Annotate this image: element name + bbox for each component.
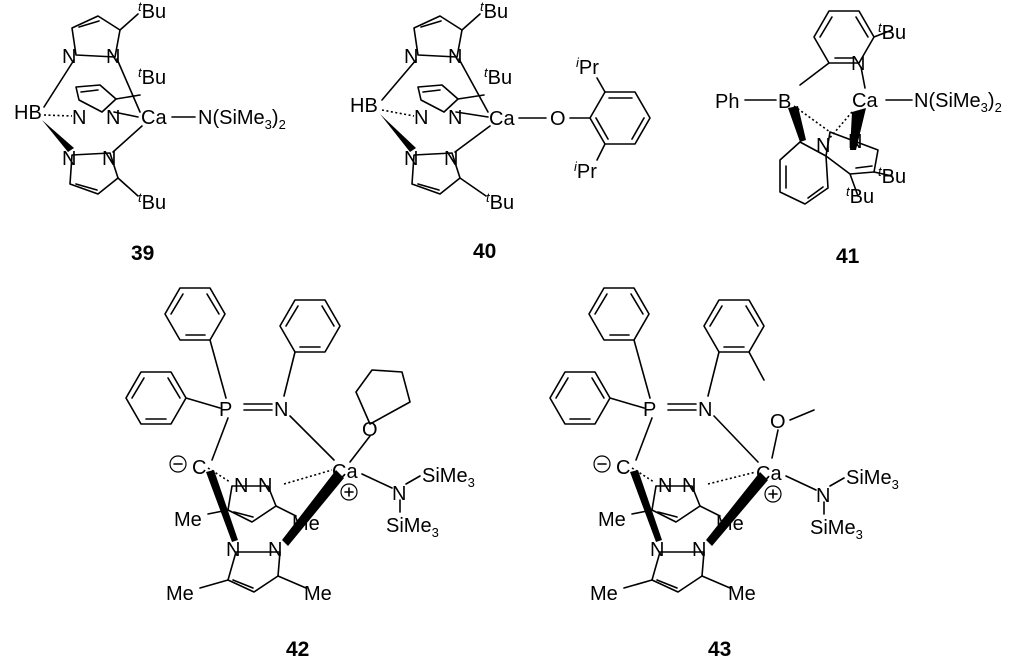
hb-label: HB — [14, 102, 42, 124]
sime3-label: SiMe3 — [846, 467, 899, 492]
tbu-label: tBu — [138, 190, 166, 214]
n-atom: N — [848, 131, 862, 153]
tbu-label: tBu — [484, 65, 512, 89]
c-atom: C — [192, 457, 206, 479]
methyl-label: Me — [166, 583, 194, 605]
compound-number: 43 — [708, 638, 731, 661]
n-atom: N — [268, 539, 282, 561]
methyl-label: Me — [598, 509, 626, 531]
n-atom: N — [658, 475, 672, 497]
tbu-label: tBu — [846, 184, 874, 208]
n-atom: N — [448, 46, 462, 68]
sime3-label: SiMe3 — [386, 515, 439, 540]
n-atom: N — [226, 539, 240, 561]
n-atom: N — [650, 539, 664, 561]
n-atom: N — [274, 399, 288, 421]
n-atom: N — [816, 485, 830, 507]
compound-number: 41 — [836, 245, 860, 268]
methyl-label: Me — [304, 583, 332, 605]
ipr-label: iPr — [576, 55, 599, 79]
compound-43: P N C Ca O N N N N N SiMe3 SiMe3 Me Me M… — [549, 287, 899, 661]
ca-label: Ca — [141, 107, 167, 129]
n-atom: N — [404, 148, 418, 170]
methyl-label: Me — [174, 509, 202, 531]
n-atom: N — [234, 475, 248, 497]
tbu-label: tBu — [138, 0, 166, 23]
ca-label: Ca — [332, 461, 358, 483]
compound-41: N N N Ph B Ca N(SiMe3)2 tBu tBu tBu 41 — [715, 10, 1002, 268]
n-atom: N — [692, 539, 706, 561]
methyl-label: Me — [728, 583, 756, 605]
n-atom: N — [816, 135, 830, 157]
compound-40: N N N N N N HB Ca O iPr iPr tBu tBu tBu … — [350, 0, 651, 263]
n-atom: N — [448, 107, 462, 129]
tbu-label: tBu — [486, 190, 514, 214]
amide-ligand-label: N(SiMe3)2 — [198, 107, 286, 132]
methyl-label: Me — [590, 583, 618, 605]
ca-label: Ca — [489, 108, 515, 130]
ph-label: Ph — [715, 91, 739, 113]
ipr-label: iPr — [574, 159, 597, 183]
o-atom: O — [550, 108, 566, 130]
n-atom: N — [851, 53, 865, 75]
n-atom: N — [72, 107, 86, 129]
tbu-label: tBu — [878, 164, 906, 188]
n-atom: N — [62, 148, 76, 170]
compound-39: N N N N N N HB Ca N(SiMe3)2 tBu tBu tBu … — [14, 0, 286, 265]
n-atom: N — [444, 148, 458, 170]
hb-label: HB — [350, 95, 378, 117]
p-atom: P — [643, 399, 656, 421]
n-atom: N — [682, 475, 696, 497]
compound-number: 42 — [286, 638, 309, 661]
tbu-label: tBu — [480, 0, 508, 23]
n-atom: N — [414, 107, 428, 129]
ca-label: Ca — [756, 463, 782, 485]
p-atom: P — [219, 399, 232, 421]
amide-ligand-label: N(SiMe3)2 — [914, 90, 1002, 115]
o-atom: O — [362, 419, 378, 441]
sime3-label: SiMe3 — [810, 517, 863, 542]
methyl-label: Me — [292, 513, 320, 535]
compound-number: 39 — [131, 242, 154, 265]
tbu-label: tBu — [138, 65, 166, 89]
ca-label: Ca — [852, 90, 878, 112]
sime3-label: SiMe3 — [422, 465, 475, 490]
n-atom: N — [258, 475, 272, 497]
n-atom: N — [392, 483, 406, 505]
b-atom: B — [778, 91, 791, 113]
compound-number: 40 — [473, 240, 496, 263]
tbu-label: tBu — [878, 20, 906, 44]
n-atom: N — [106, 46, 120, 68]
n-atom: N — [62, 46, 76, 68]
n-atom: N — [106, 107, 120, 129]
n-atom: N — [102, 148, 116, 170]
n-atom: N — [404, 46, 418, 68]
compound-42: P N C Ca O N N N N N SiMe3 SiMe3 Me Me M… — [125, 287, 475, 661]
o-atom: O — [770, 411, 786, 433]
methyl-label: Me — [716, 513, 744, 535]
c-atom: C — [616, 457, 630, 479]
n-atom: N — [698, 399, 712, 421]
